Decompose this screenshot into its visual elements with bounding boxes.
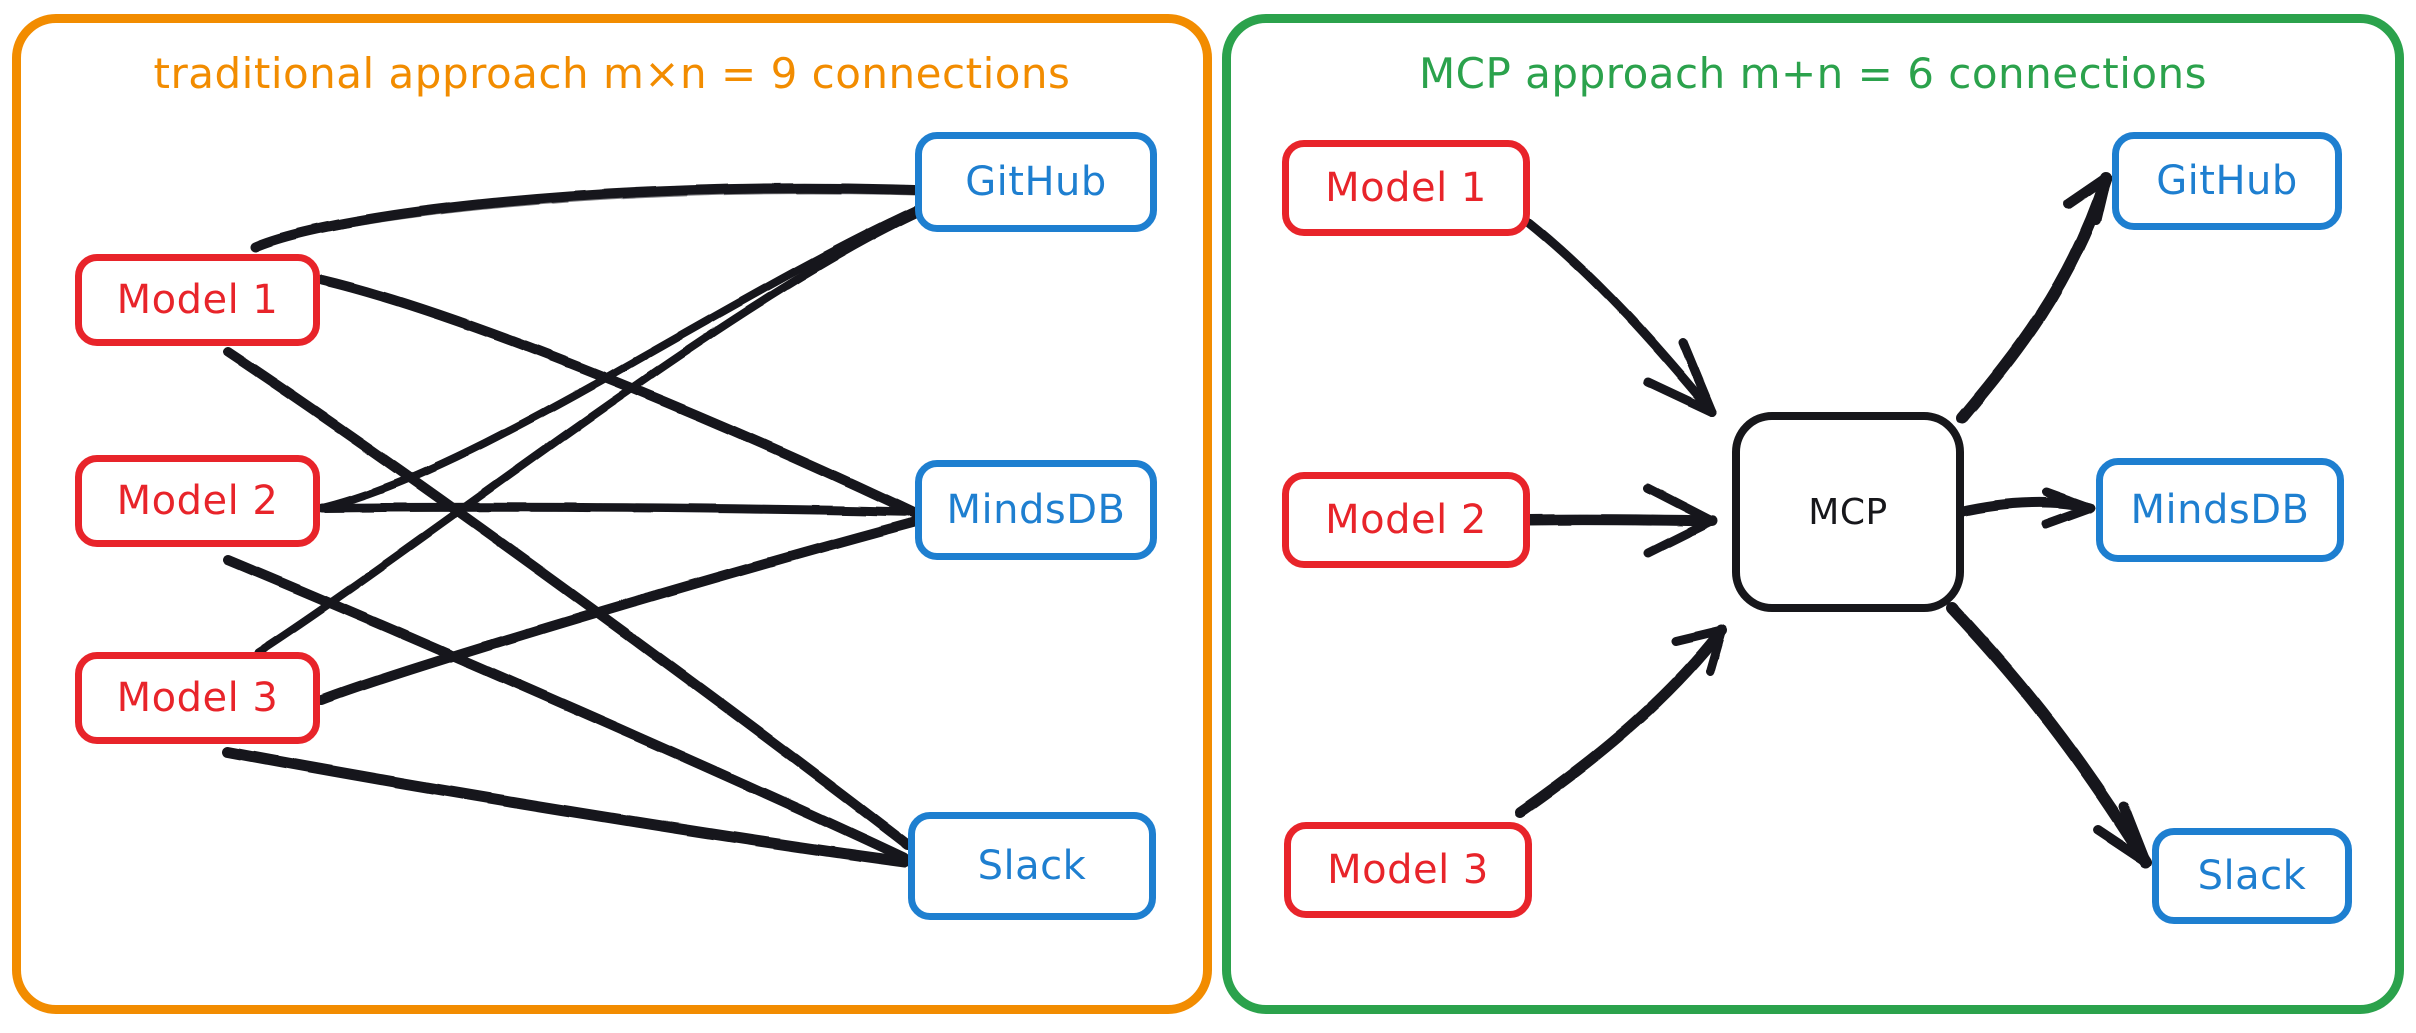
node-label: Model 3: [1327, 847, 1489, 893]
node-right-github[interactable]: GitHub: [2112, 132, 2342, 230]
node-right-mindsdb[interactable]: MindsDB: [2096, 458, 2344, 562]
node-label: Model 2: [116, 478, 279, 524]
node-right-model-3[interactable]: Model 3: [1284, 822, 1532, 918]
node-label: Model 1: [116, 277, 279, 323]
node-label: MindsDB: [2130, 487, 2310, 533]
panel-mcp-title: MCP approach m+n = 6 connections: [1418, 49, 2208, 98]
node-left-github[interactable]: GitHub: [915, 132, 1157, 232]
node-label: Model 1: [1325, 165, 1487, 211]
node-right-slack[interactable]: Slack: [2152, 828, 2352, 924]
node-label: MindsDB: [946, 487, 1126, 533]
node-left-model-1[interactable]: Model 1: [75, 254, 320, 346]
node-mcp-hub[interactable]: MCP: [1732, 412, 1964, 612]
node-right-model-2[interactable]: Model 2: [1282, 472, 1530, 568]
node-left-slack[interactable]: Slack: [908, 812, 1156, 920]
node-left-mindsdb[interactable]: MindsDB: [915, 460, 1157, 560]
node-label: Model 2: [1325, 497, 1487, 543]
panel-traditional-title: traditional approach m×n = 9 connections: [153, 49, 1071, 98]
node-left-model-3[interactable]: Model 3: [75, 652, 320, 744]
node-label: Slack: [977, 843, 1087, 889]
node-left-model-2[interactable]: Model 2: [75, 455, 320, 547]
node-right-model-1[interactable]: Model 1: [1282, 140, 1530, 236]
node-label: Model 3: [116, 675, 279, 721]
node-label: MCP: [1808, 491, 1888, 533]
node-label: Slack: [2197, 853, 2307, 899]
node-label: GitHub: [2156, 158, 2298, 204]
node-label: GitHub: [965, 159, 1107, 205]
